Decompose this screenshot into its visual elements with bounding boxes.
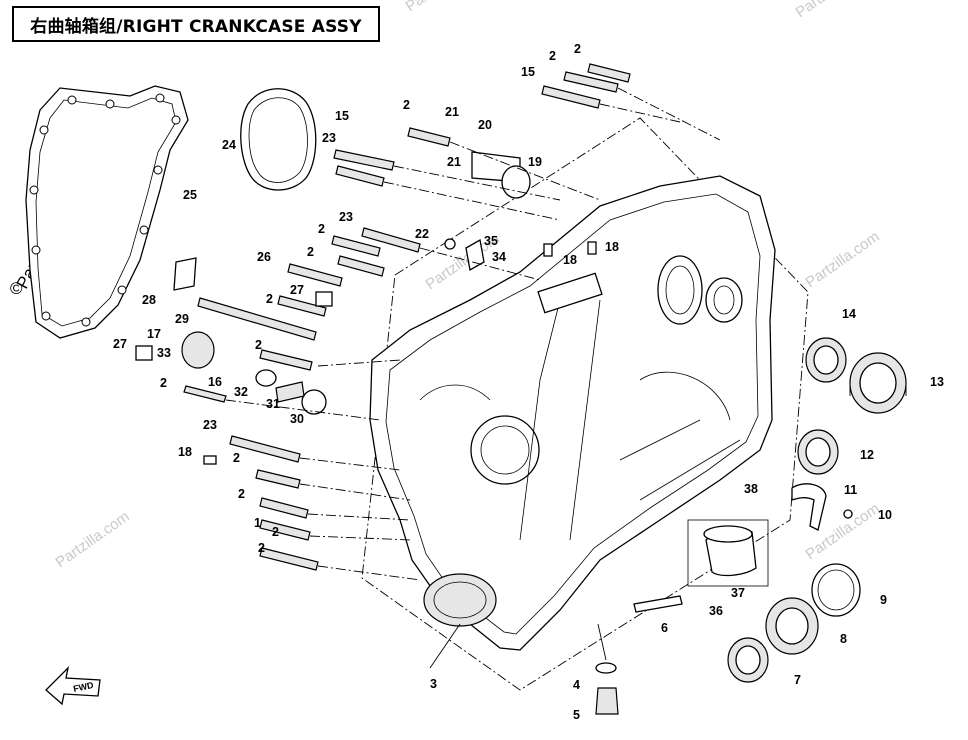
callout-2: 2 bbox=[403, 98, 410, 112]
bolts-left bbox=[135, 63, 631, 571]
watermark-brand: Partzilla.com bbox=[793, 0, 873, 21]
callout-15: 15 bbox=[521, 65, 535, 79]
callout-19: 19 bbox=[528, 155, 542, 169]
callout-21: 21 bbox=[447, 155, 461, 169]
fwd-arrow: FWD bbox=[45, 666, 101, 706]
cap-22 bbox=[444, 238, 456, 250]
callout-2: 2 bbox=[307, 245, 314, 259]
callout-23: 23 bbox=[339, 210, 353, 224]
callout-17: 17 bbox=[147, 327, 161, 341]
callout-13: 13 bbox=[930, 375, 944, 389]
callout-23: 23 bbox=[203, 418, 217, 432]
callout-3: 3 bbox=[430, 677, 437, 691]
washer-4 bbox=[595, 662, 617, 674]
callout-20: 20 bbox=[478, 118, 492, 132]
callout-27: 27 bbox=[113, 337, 127, 351]
callout-10: 10 bbox=[878, 508, 892, 522]
callout-32: 32 bbox=[234, 385, 248, 399]
fwd-label: FWD bbox=[72, 680, 95, 694]
callout-2: 2 bbox=[266, 292, 273, 306]
callout-23: 23 bbox=[322, 131, 336, 145]
bearing-12 bbox=[797, 429, 839, 475]
watermark-brand: Partzilla.com bbox=[803, 228, 883, 291]
watermark-copyright: © bbox=[10, 279, 23, 298]
callout-2: 2 bbox=[574, 42, 581, 56]
callout-15: 15 bbox=[335, 109, 349, 123]
callout-4: 4 bbox=[573, 678, 580, 692]
watermark-brand: Partzilla.com bbox=[403, 0, 483, 15]
watermark-brand: Partzilla.com bbox=[53, 508, 133, 571]
ball-30 bbox=[301, 389, 327, 415]
callout-22: 22 bbox=[415, 227, 429, 241]
leader-lines bbox=[225, 87, 721, 669]
guide-28 bbox=[173, 257, 197, 291]
callout-33: 33 bbox=[157, 346, 171, 360]
o-ring-32 bbox=[255, 369, 277, 387]
callout-2: 2 bbox=[272, 525, 279, 539]
callout-2: 2 bbox=[233, 451, 240, 465]
callout-26: 26 bbox=[257, 250, 271, 264]
callout-38: 38 bbox=[744, 482, 758, 496]
callout-1: 1 bbox=[254, 516, 261, 530]
bushing-group-box bbox=[687, 519, 769, 587]
callout-labels: 1 2 2 2 2 2 2 2 2 2 2 2 2 3 4 5 6 7 8 9 … bbox=[113, 42, 944, 722]
bearing-13 bbox=[849, 352, 907, 414]
drain-plug-5 bbox=[595, 687, 619, 715]
callout-6: 6 bbox=[661, 621, 668, 635]
callout-27: 27 bbox=[290, 283, 304, 297]
callout-9: 9 bbox=[880, 593, 887, 607]
callout-2: 2 bbox=[238, 487, 245, 501]
gasket-24 bbox=[240, 88, 317, 191]
retaining-ring-9 bbox=[811, 563, 861, 617]
callout-30: 30 bbox=[290, 412, 304, 426]
seal-33 bbox=[181, 331, 215, 369]
callout-24: 24 bbox=[222, 138, 236, 152]
dowel-27 bbox=[135, 345, 153, 361]
callout-34: 34 bbox=[492, 250, 506, 264]
gasket-25 bbox=[25, 85, 189, 339]
callout-14: 14 bbox=[842, 307, 856, 321]
callout-2: 2 bbox=[549, 49, 556, 63]
callout-18: 18 bbox=[605, 240, 619, 254]
gasket-bolt-holes bbox=[29, 93, 181, 327]
callout-36: 36 bbox=[709, 604, 723, 618]
callout-21: 21 bbox=[445, 105, 459, 119]
callout-2: 2 bbox=[318, 222, 325, 236]
assembly-boundary bbox=[361, 117, 809, 691]
callout-18: 18 bbox=[178, 445, 192, 459]
callout-28: 28 bbox=[142, 293, 156, 307]
pin-6 bbox=[633, 595, 683, 613]
callout-8: 8 bbox=[840, 632, 847, 646]
callout-11: 11 bbox=[844, 483, 857, 497]
callout-16: 16 bbox=[208, 375, 222, 389]
right-crankcase-3 bbox=[369, 175, 776, 651]
callout-37: 37 bbox=[731, 586, 745, 600]
breather-35 bbox=[465, 238, 485, 272]
callout-2: 2 bbox=[160, 376, 167, 390]
oil-seal-7 bbox=[727, 637, 769, 683]
callout-7: 7 bbox=[794, 673, 801, 687]
bearing-8 bbox=[765, 597, 819, 655]
callout-2: 2 bbox=[255, 338, 262, 352]
screw-10 bbox=[843, 509, 853, 519]
callout-35: 35 bbox=[484, 234, 498, 248]
callout-5: 5 bbox=[573, 708, 580, 722]
callout-2: 2 bbox=[258, 541, 265, 555]
callout-12: 12 bbox=[860, 448, 874, 462]
spring-31 bbox=[275, 381, 305, 403]
diagram-title: 右曲轴箱组/RIGHT CRANKCASE ASSY bbox=[30, 16, 362, 37]
oil-seal-14 bbox=[805, 337, 847, 383]
callout-29: 29 bbox=[175, 312, 189, 326]
pin-18 bbox=[203, 455, 217, 465]
callout-31: 31 bbox=[266, 397, 280, 411]
diagram-title-box: 右曲轴箱组/RIGHT CRANKCASE ASSY bbox=[12, 6, 380, 42]
plate-11 bbox=[791, 483, 827, 531]
bushing-38 bbox=[703, 525, 757, 577]
callout-25: 25 bbox=[183, 188, 197, 202]
callout-18: 18 bbox=[563, 253, 577, 267]
